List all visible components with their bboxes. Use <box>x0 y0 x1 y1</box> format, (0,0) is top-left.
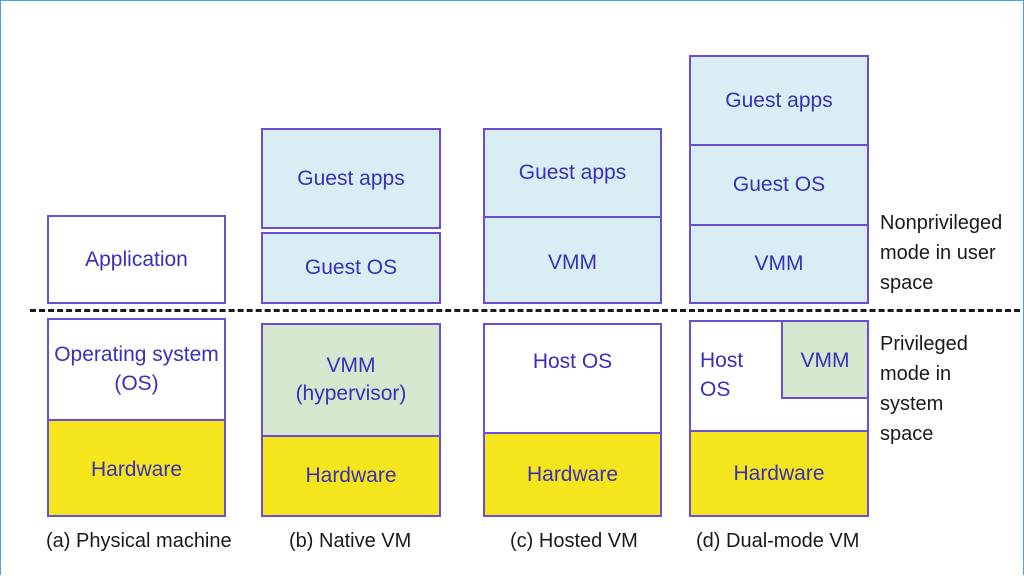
guest-os-box-b: Guest OS <box>261 232 441 304</box>
vmm-box-d-user: VMM <box>689 224 869 304</box>
guest-os-box-d: Guest OS <box>689 144 869 226</box>
guest-apps-box-c: Guest apps <box>483 128 662 218</box>
privileged-mode-label: Privileged mode in system space <box>880 333 968 445</box>
hardware-box-a: Hardware <box>47 419 226 517</box>
caption-native-vm: (b) Native VM <box>289 530 412 552</box>
host-os-box-c: Host OS <box>483 323 662 434</box>
vmm-box-d-privileged: VMM <box>781 320 869 399</box>
guest-apps-box-d: Guest apps <box>689 55 869 146</box>
hardware-box-c: Hardware <box>483 432 662 517</box>
caption-hosted-vm: (c) Hosted VM <box>510 530 638 552</box>
hardware-box-b: Hardware <box>261 435 441 517</box>
application-box: Application <box>47 215 226 304</box>
vmm-hypervisor-box: VMM (hypervisor) <box>261 323 441 437</box>
hardware-box-d: Hardware <box>689 430 869 517</box>
host-os-label-d: Host OS <box>700 348 744 401</box>
vmm-box-c: VMM <box>483 216 662 304</box>
guest-apps-box-b: Guest apps <box>261 128 441 229</box>
caption-dual-mode-vm: (d) Dual-mode VM <box>696 530 860 552</box>
caption-physical-machine: (a) Physical machine <box>46 530 232 552</box>
privilege-boundary-line <box>30 309 1020 312</box>
operating-system-box: Operating system (OS) <box>47 318 226 421</box>
nonprivileged-mode-label: Nonprivileged mode in user space <box>880 212 1003 294</box>
